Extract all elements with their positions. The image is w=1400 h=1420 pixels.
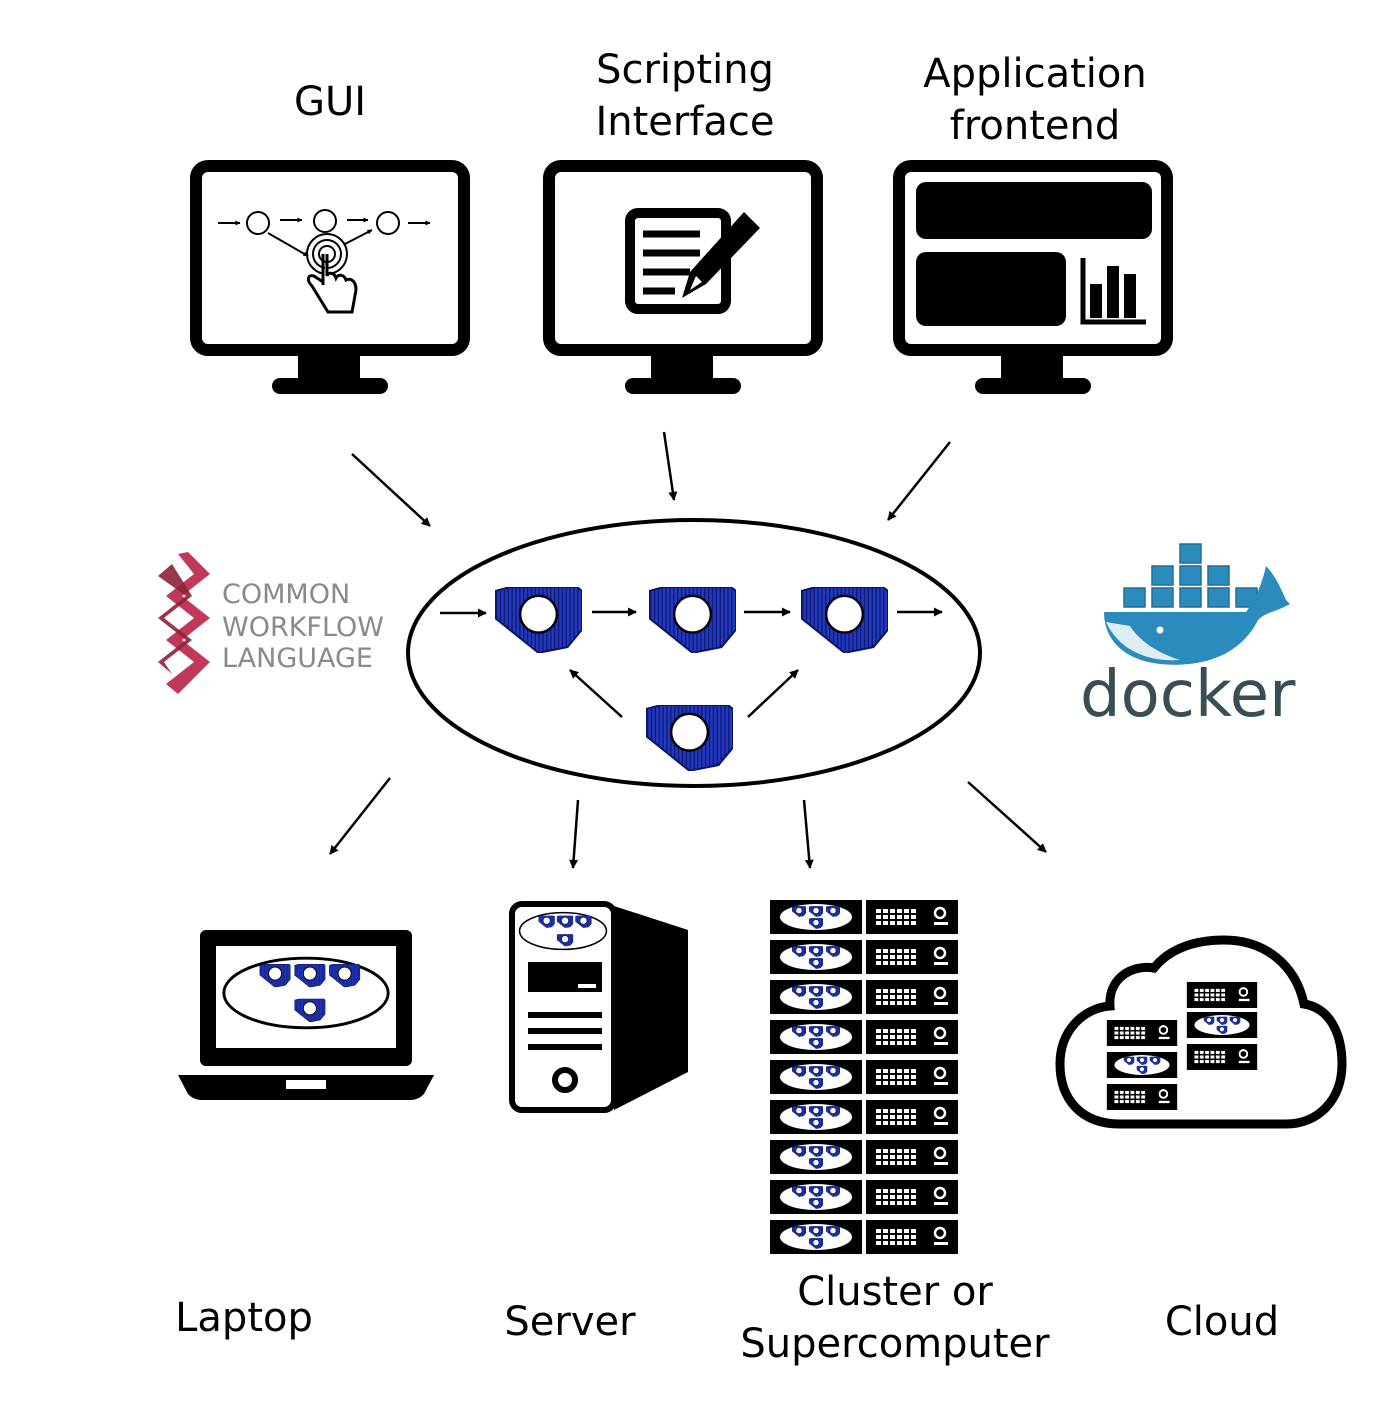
input-arrows	[351, 431, 951, 527]
cloud-icon	[1055, 935, 1347, 1129]
output-arrows	[329, 777, 1047, 869]
server-label: Server	[504, 1299, 636, 1345]
central-workflow	[406, 518, 982, 788]
cluster-racks-icon	[770, 900, 958, 1254]
server-icon	[509, 901, 688, 1113]
cluster-label: Cluster or Supercomputer	[740, 1269, 1050, 1367]
scripting-interface-label: Scripting Interface	[595, 47, 775, 145]
application-monitor-icon	[893, 160, 1173, 394]
application-frontend-label: Application frontend	[923, 51, 1147, 149]
cloud-label: Cloud	[1164, 1299, 1280, 1345]
gui-label: GUI	[293, 79, 367, 125]
laptop-label: Laptop	[175, 1295, 313, 1341]
cwl-logo-line3: LANGUAGE	[222, 643, 373, 674]
cwl-logo-line2: WORKFLOW	[222, 612, 384, 643]
docker-logo: docker	[1080, 543, 1296, 732]
laptop-icon	[178, 930, 434, 1100]
cwl-logo: COMMON WORKFLOW LANGUAGE	[158, 552, 384, 694]
cwl-logo-line1: COMMON	[222, 579, 350, 610]
docker-logo-text: docker	[1080, 658, 1296, 732]
gui-monitor-icon	[190, 160, 470, 394]
scripting-monitor-icon	[543, 160, 823, 394]
